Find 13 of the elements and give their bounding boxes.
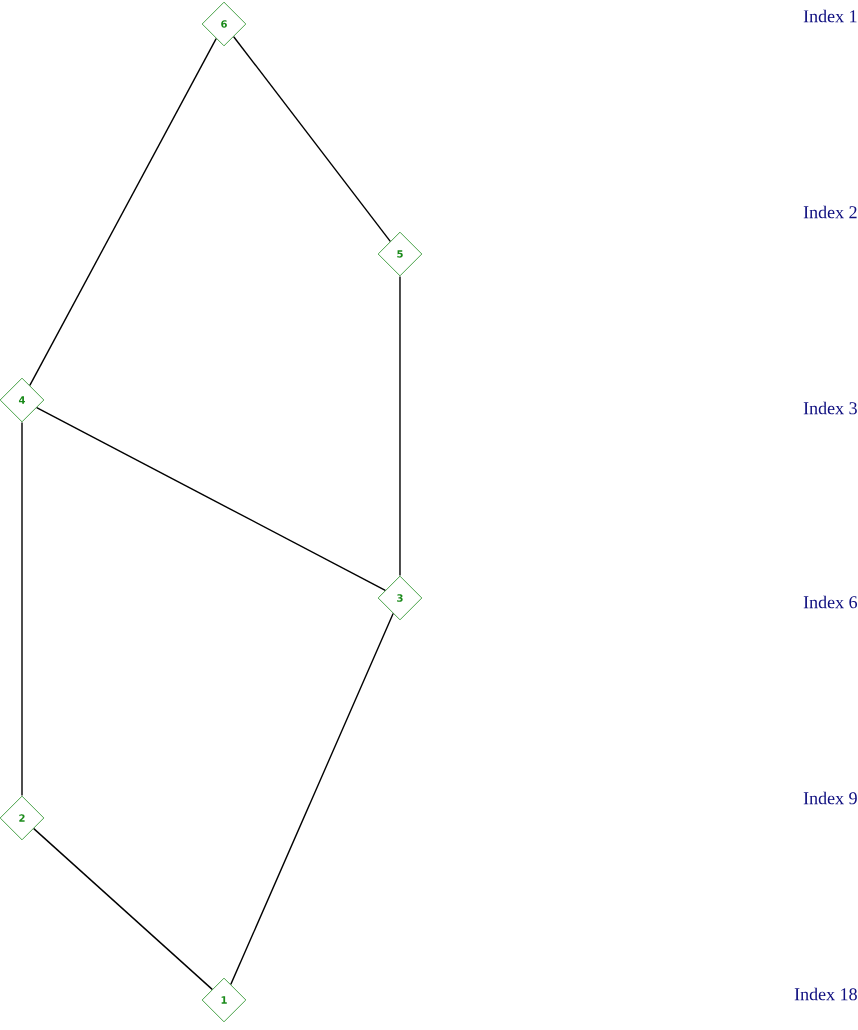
connector-line [29,37,217,387]
level-label: Index 1 [803,9,857,23]
connector-line [399,275,401,577]
connector-line [233,36,391,242]
connector-line [36,407,386,591]
level-label: Index 2 [803,205,857,219]
level-label: Index 18 [794,987,857,1001]
level-label: Index 3 [803,401,857,415]
level-label: Index 9 [803,791,857,805]
connector-line [230,612,394,986]
connector-line [21,421,23,797]
connector-line [33,827,213,991]
level-label: Index 6 [803,595,858,609]
